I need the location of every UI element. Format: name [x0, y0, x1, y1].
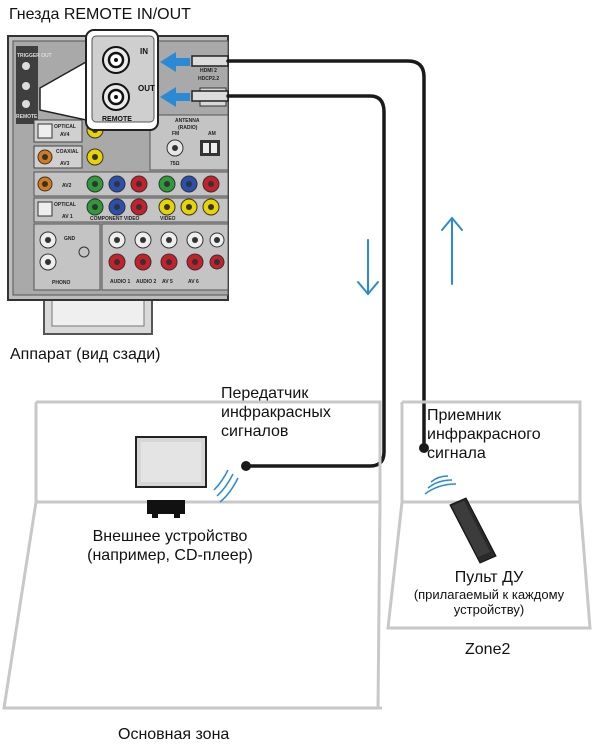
- ir-receiver-line3: сигнала: [427, 445, 486, 462]
- zone2-room: [386, 400, 592, 630]
- jack-out-label: OUT: [138, 84, 155, 93]
- remote-line2: (прилагаемый к каждому: [413, 587, 565, 602]
- remote-jacks-callout: IN OUT REMOTE: [39, 29, 159, 131]
- panel-optical-1: OPTICAL: [54, 124, 76, 130]
- ir-transmitter-line2: инфракрасных: [221, 404, 331, 421]
- panel-fm: FM: [172, 131, 179, 137]
- panel-coaxial: COAXIAL: [56, 149, 79, 155]
- ir-transmitter-waves: [213, 469, 239, 503]
- ir-receiver-waves: [424, 475, 457, 495]
- panel-ohm: 75Ω: [170, 161, 180, 167]
- panel-av4: AV4: [60, 132, 70, 138]
- panel-av1: AV 1: [62, 214, 73, 220]
- external-device-label: Внешнее устройство (например, CD-плеер): [60, 527, 280, 565]
- cable-out: [226, 94, 386, 468]
- panel-av5: AV 5: [162, 279, 173, 285]
- ir-receiver-line1: Приемник: [427, 407, 502, 424]
- panel-gnd: GND: [64, 236, 76, 242]
- main-zone-room: [2, 400, 382, 710]
- ir-receiver-label: Приемник инфракрасного сигнала: [427, 406, 541, 463]
- ir-transmitter-line3: сигналов: [221, 423, 289, 440]
- unit-rear-label: Аппарат (вид сзади): [10, 346, 161, 363]
- panel-remote-small: REMOTE: [16, 114, 38, 120]
- panel-av2: AV2: [62, 183, 72, 189]
- remote-line1: Пульт ДУ: [454, 569, 524, 586]
- jack-remote-label: REMOTE: [102, 116, 132, 123]
- cable-in: [226, 59, 426, 450]
- panel-radio: (RADIO): [178, 125, 198, 131]
- external-device: [135, 436, 207, 518]
- panel-hdmi: HDMI 2: [200, 68, 217, 74]
- cables: [191, 55, 426, 468]
- panel-antenna: ANTENNA: [175, 118, 200, 124]
- external-device-line1: Внешнее устройство: [92, 528, 248, 545]
- ir-transmitter-label: Передатчик инфракрасных сигналов: [221, 384, 331, 441]
- panel-am: AM: [208, 131, 216, 137]
- panel-av6: AV 6: [188, 279, 199, 285]
- panel-video: VIDEO: [160, 216, 176, 222]
- panel-hdcp: HDCP2.2: [198, 76, 219, 82]
- jack-in-label: IN: [140, 47, 148, 56]
- signal-arrows: [357, 216, 463, 296]
- panel-optical-2: OPTICAL: [54, 202, 76, 208]
- remote-line3: устройству): [453, 602, 525, 617]
- remote-label: Пульт ДУ (прилагаемый к каждому устройст…: [392, 568, 586, 617]
- panel-av3: AV3: [60, 161, 70, 167]
- external-device-line2: (например, CD-плеер): [87, 547, 253, 564]
- zone2-label: Zone2: [465, 641, 511, 658]
- panel-phono: PHONO: [52, 280, 70, 286]
- ir-receiver-line2: инфракрасного: [427, 426, 541, 443]
- panel-trigger-out: TRIGGER OUT: [17, 53, 52, 59]
- remote-control-icon: [449, 497, 497, 564]
- plug-insert-arrows: [160, 52, 190, 107]
- ir-transmitter-dot: [241, 461, 251, 471]
- ir-transmitter-line1: Передатчик: [221, 385, 309, 402]
- main-zone-label: Основная зона: [118, 726, 230, 743]
- ir-receiver-dot: [419, 443, 429, 453]
- panel-component-video: COMPONENT VIDEO: [90, 216, 140, 222]
- panel-audio1: AUDIO 1: [110, 279, 131, 285]
- jacks-title: Гнезда REMOTE IN/OUT: [9, 6, 191, 23]
- panel-audio2: AUDIO 2: [136, 279, 157, 285]
